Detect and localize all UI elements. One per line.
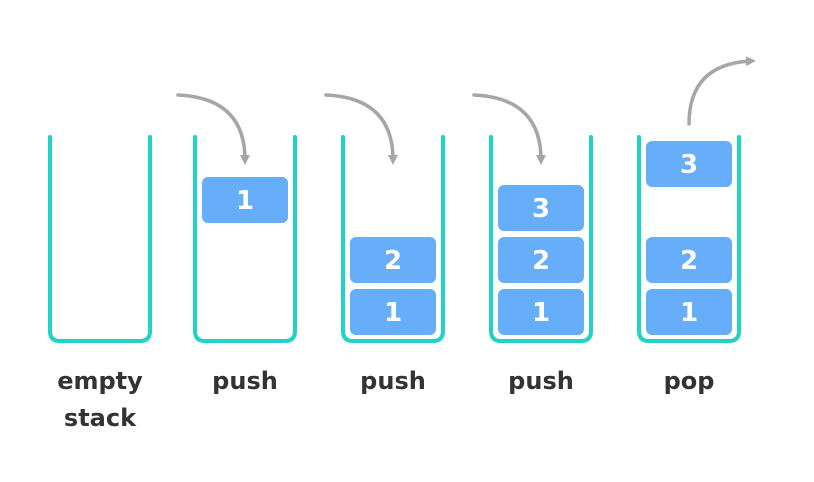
stack-block-label: 1 — [680, 298, 698, 328]
stack-stage-3: 1 2 push — [324, 93, 445, 395]
stack-block-3: 3 — [646, 141, 732, 187]
stack-container — [48, 135, 152, 343]
stage-caption: pop — [664, 367, 715, 395]
stack-block-1: 1 — [202, 177, 288, 223]
stack-block-label: 2 — [680, 246, 698, 276]
stack-container — [341, 135, 445, 343]
push-arrow-icon — [472, 93, 546, 165]
stack-stage-4: 1 2 3 push — [472, 93, 593, 395]
stack-block-box — [646, 237, 732, 283]
stack-block-box — [498, 237, 584, 283]
stack-block-label: 2 — [532, 246, 550, 276]
stack-block-box — [646, 289, 732, 335]
stage-caption: empty — [57, 367, 143, 395]
stack-block-2: 2 — [498, 237, 584, 283]
stack-block-1: 1 — [498, 289, 584, 335]
push-arrow-icon — [324, 93, 398, 165]
stack-block-label: 1 — [532, 298, 550, 328]
stack-block-3: 3 — [498, 185, 584, 231]
stack-stage-1: empty stack — [48, 135, 152, 432]
stack-container — [489, 135, 593, 343]
stack-block-box — [498, 289, 584, 335]
stage-caption: push — [360, 367, 426, 395]
stage-caption: push — [212, 367, 278, 395]
push-arrow-icon — [176, 93, 250, 165]
stack-block-label: 1 — [384, 298, 402, 328]
stack-block-box — [202, 177, 288, 223]
stack-block-box — [498, 185, 584, 231]
stage-caption: push — [508, 367, 574, 395]
pop-arrow-icon — [687, 56, 756, 126]
stage-caption: stack — [64, 404, 137, 432]
stack-block-1: 1 — [350, 289, 436, 335]
stack-block-1: 1 — [646, 289, 732, 335]
stack-block-label: 3 — [532, 194, 550, 224]
stack-stage-2: 1 push — [176, 93, 297, 395]
stack-block-box — [350, 237, 436, 283]
stack-container — [637, 135, 741, 343]
stack-block-2: 2 — [646, 237, 732, 283]
stack-container — [193, 135, 297, 343]
stack-block-box — [646, 141, 732, 187]
stack-stage-5: 1 2 3 pop — [637, 56, 756, 395]
stack-block-label: 1 — [236, 186, 254, 216]
stack-block-box — [350, 289, 436, 335]
stack-block-2: 2 — [350, 237, 436, 283]
stack-block-label: 2 — [384, 246, 402, 276]
stack-block-label: 3 — [680, 150, 698, 180]
